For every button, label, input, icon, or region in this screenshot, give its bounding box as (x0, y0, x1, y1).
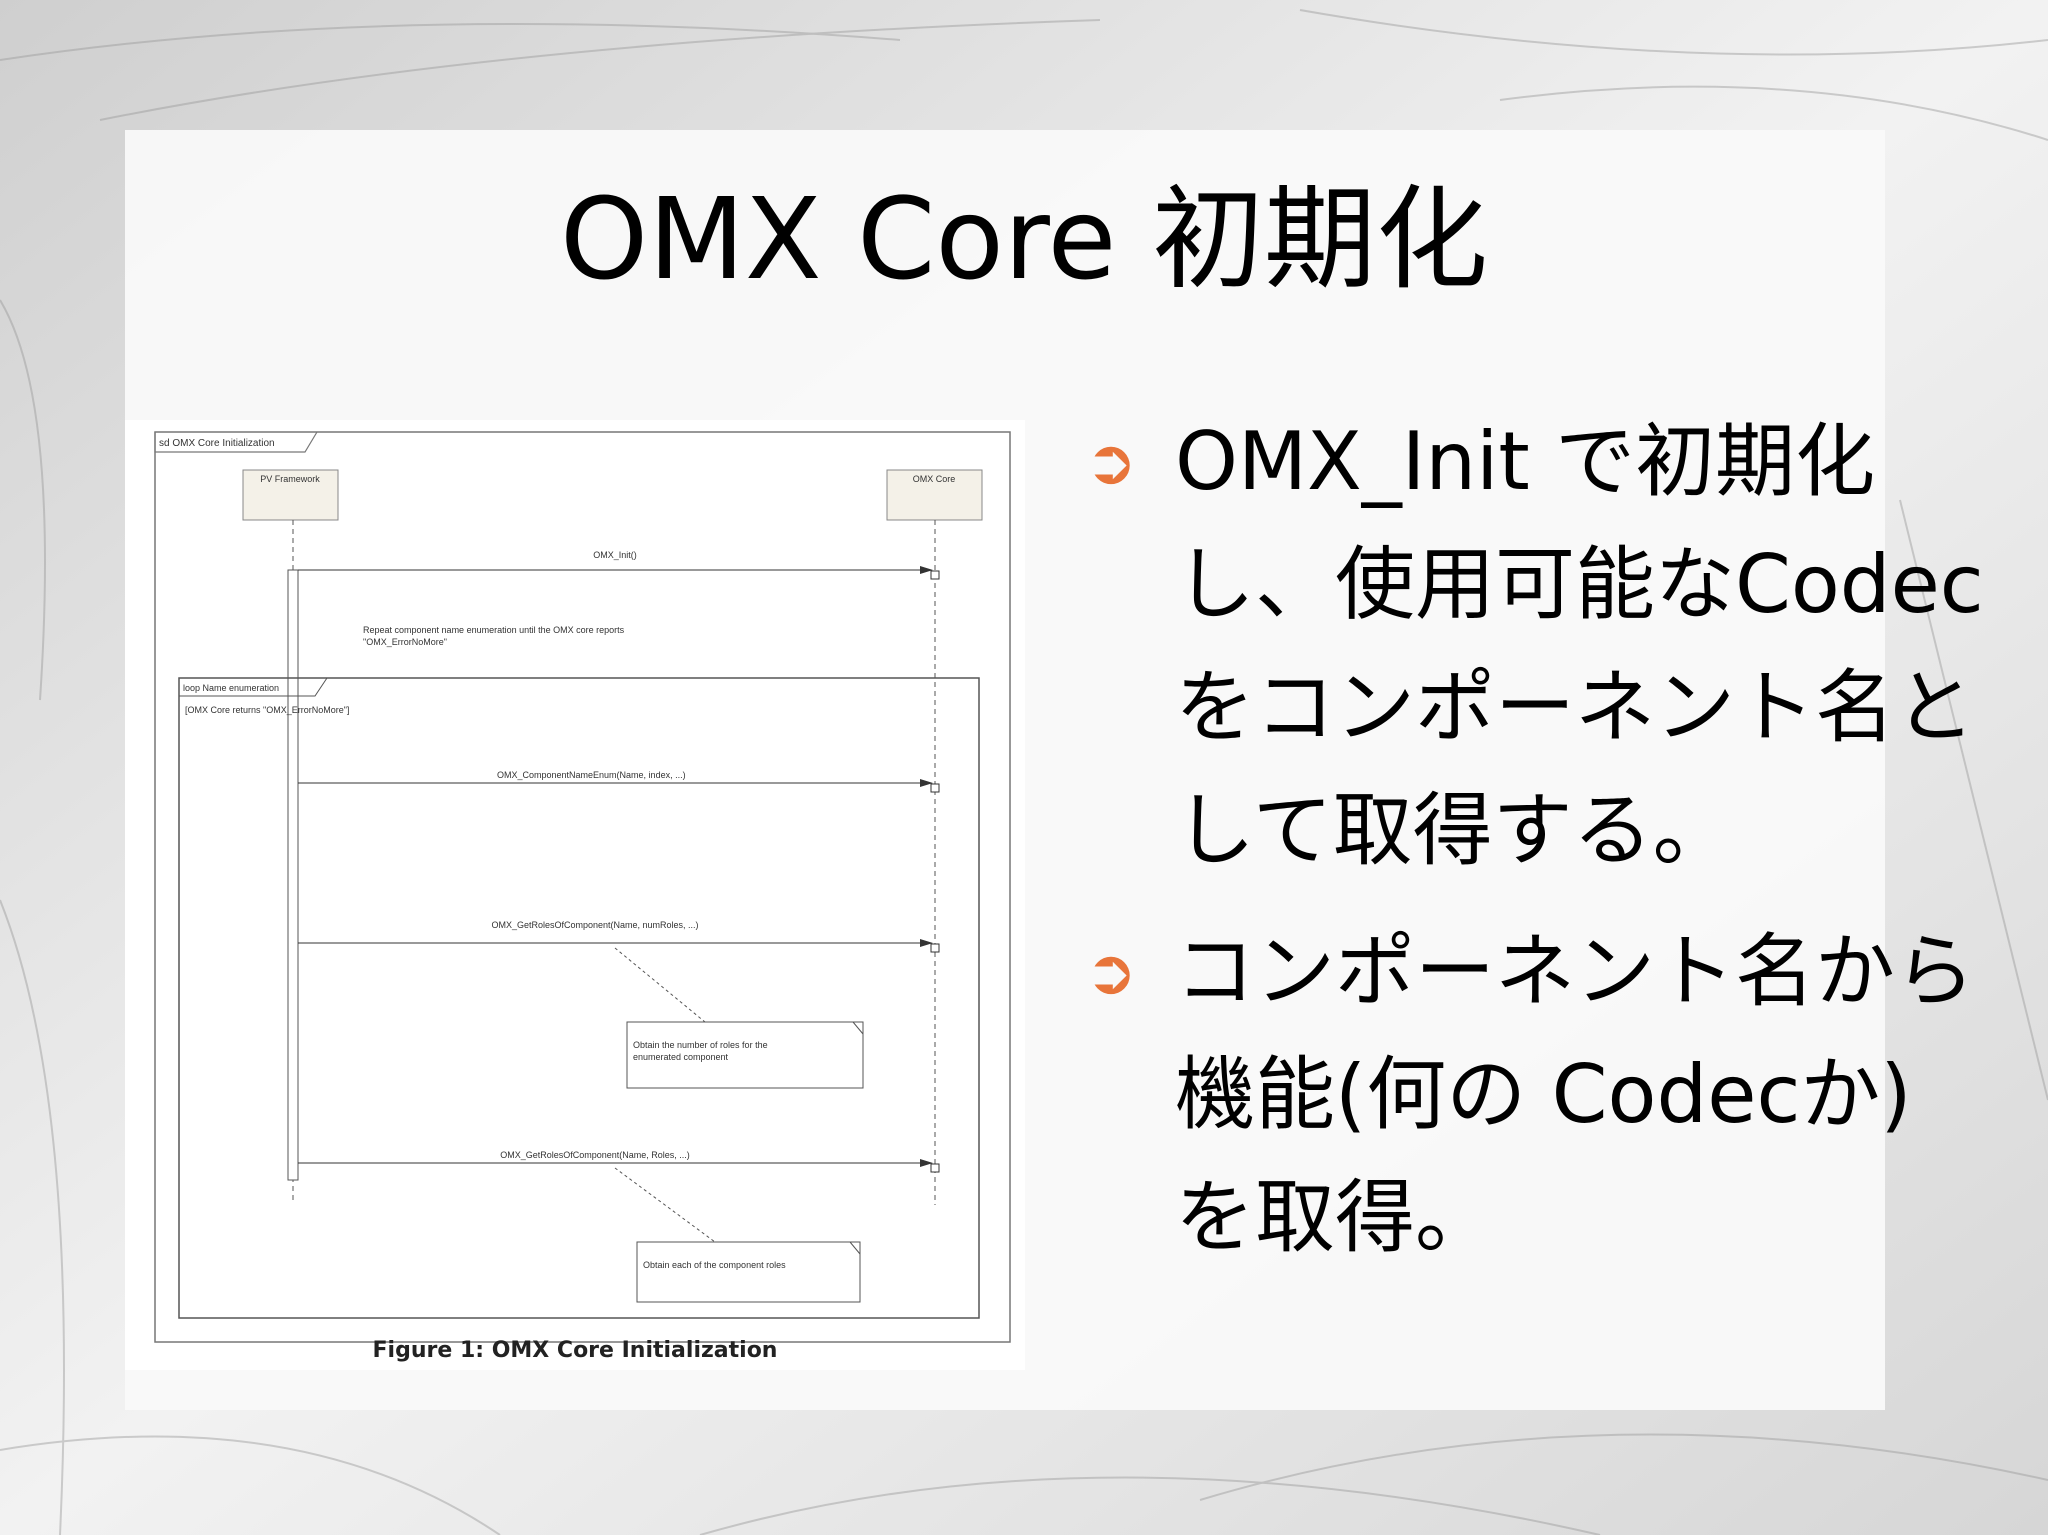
note-1-line-2: enumerated component (633, 1052, 729, 1062)
message-end-4 (930, 1163, 940, 1173)
bullet-item-1: ➲ OMX_Init で初期化し、使用可能なCodec をコンポーネント名として… (1085, 400, 1985, 892)
frame-label-tab (154, 431, 318, 453)
message-end-2 (930, 783, 940, 793)
note-2-text: Obtain each of the component roles (643, 1260, 786, 1270)
slide-title: OMX Core 初期化 (560, 175, 1488, 305)
diagram-frame (154, 431, 1011, 1343)
figure-caption: Figure 1: OMX Core Initialization (372, 1338, 778, 1363)
activation-bar (287, 569, 299, 1181)
note-1-connector (614, 947, 706, 1023)
message-label-4: OMX_GetRolesOfComponent(Name, Roles, ...… (500, 1150, 690, 1160)
sequence-diagram: sd OMX Core Initialization PV Framework … (125, 420, 1025, 1370)
bullet-text-2: コンポーネント名から機能(何の Codecか)を取得。 (1175, 925, 1975, 1264)
frame-label: sd OMX Core Initialization (159, 438, 275, 449)
message-arrowhead-1 (920, 566, 933, 574)
lifeline-head-pv-framework (242, 469, 339, 521)
message-end-3 (930, 943, 940, 953)
lifeline-label-pv-framework: PV Framework (260, 474, 320, 484)
bullet-item-2: ➲ コンポーネント名から機能(何の Codecか)を取得。 (1085, 910, 1985, 1279)
message-label-1: OMX_Init() (593, 550, 637, 560)
message-arrowhead-2 (920, 779, 933, 787)
loop-fragment (178, 677, 980, 1319)
note-2 (636, 1241, 861, 1303)
lifeline-head-omx-core (886, 469, 983, 521)
message-arrowhead-3 (920, 939, 933, 947)
note-1-line-1: Obtain the number of roles for the (633, 1040, 768, 1050)
loop-label-tab (178, 677, 328, 697)
note-2-connector (614, 1167, 716, 1243)
message-arrowhead-4 (920, 1159, 933, 1167)
repeat-note-line-1: Repeat component name enumeration until … (363, 625, 625, 635)
loop-label: loop Name enumeration (183, 683, 279, 693)
message-end-1 (930, 570, 940, 580)
arrow-bullet-icon: ➲ (1085, 935, 1137, 1008)
note-1 (626, 1021, 864, 1089)
bullet-text-1: OMX_Init で初期化し、使用可能なCodec をコンポーネント名として取得… (1175, 415, 1984, 877)
lifeline-label-omx-core: OMX Core (913, 474, 956, 484)
message-label-2: OMX_ComponentNameEnum(Name, index, ...) (497, 770, 686, 780)
arrow-bullet-icon: ➲ (1085, 425, 1137, 498)
bullet-list: ➲ OMX_Init で初期化し、使用可能なCodec をコンポーネント名として… (1085, 400, 1985, 1279)
loop-guard: [OMX Core returns "OMX_ErrorNoMore"] (185, 705, 349, 715)
repeat-note-line-2: "OMX_ErrorNoMore" (363, 637, 447, 647)
message-label-3: OMX_GetRolesOfComponent(Name, numRoles, … (491, 920, 698, 930)
